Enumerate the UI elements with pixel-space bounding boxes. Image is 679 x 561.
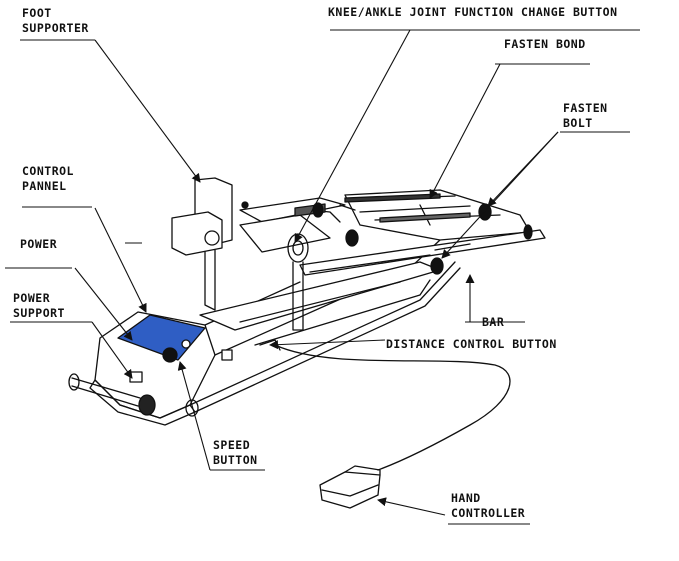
leader-fasten-bolt-2 — [441, 131, 559, 259]
leader-hand-controller — [377, 497, 446, 516]
leader-fasten-bond — [429, 63, 501, 199]
label-knee-ankle-button: KNEE/ANKLE JOINT FUNCTION CHANGE BUTTON — [328, 5, 618, 19]
label-bar: BAR — [482, 315, 505, 329]
foot-supporter-box — [171, 211, 223, 256]
leader-control-pannel — [94, 207, 147, 313]
label-fasten-bolt: FASTEN BOLT — [563, 101, 608, 130]
label-distance-control-button: DISTANCE CONTROL BUTTON — [386, 337, 557, 351]
leader-power — [74, 267, 133, 341]
leader-foot-supporter — [94, 39, 201, 183]
label-power-support: POWER SUPPORT — [13, 291, 65, 320]
leader-knee-ankle — [294, 29, 411, 243]
base-rail — [189, 261, 461, 413]
hand-controller — [319, 471, 381, 509]
label-foot-supporter: FOOT SUPPORTER — [22, 6, 89, 35]
left-roller — [71, 377, 141, 407]
label-control-pannel: CONTROL PANNEL — [22, 164, 74, 193]
leader-distance-control — [269, 339, 386, 350]
label-hand-controller: HAND CONTROLLER — [451, 491, 526, 520]
leader-speed-button — [177, 361, 211, 471]
control-panel — [117, 314, 206, 361]
label-speed-button: SPEED BUTTON — [213, 438, 258, 467]
controller-cable — [274, 344, 511, 471]
leader-power-support — [91, 321, 133, 379]
label-fasten-bond: FASTEN BOND — [504, 37, 586, 51]
label-power: POWER — [20, 237, 58, 251]
